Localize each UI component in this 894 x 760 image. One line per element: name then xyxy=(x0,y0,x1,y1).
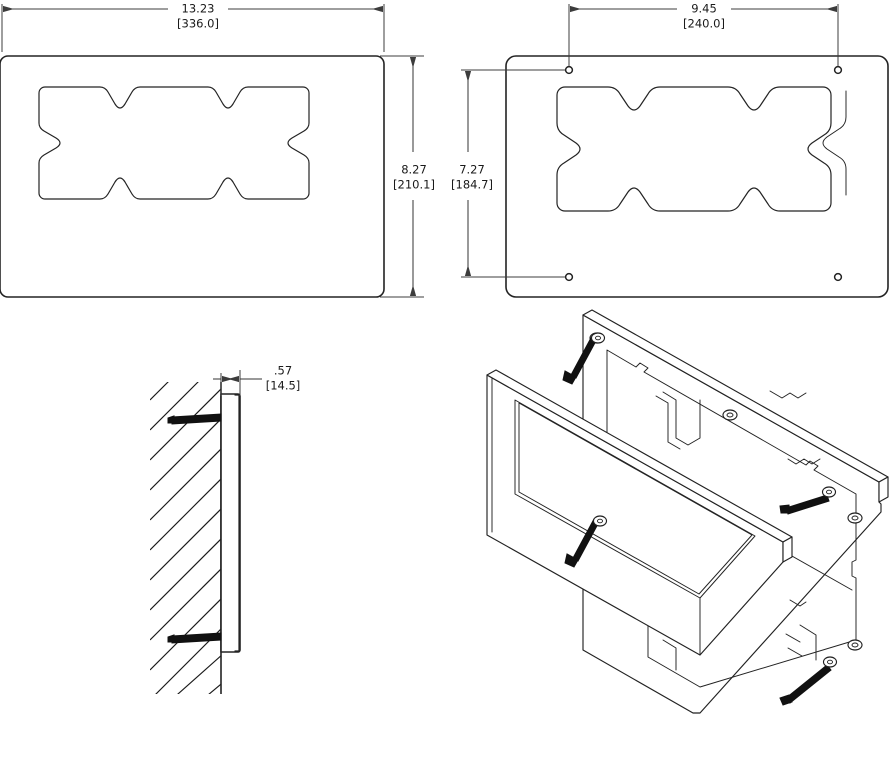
dim-overall-height-mm: [210.1] xyxy=(393,178,435,192)
dimension-depth-thickness: .57 [14.5] xyxy=(213,364,301,396)
mounting-hole-top-right xyxy=(833,65,843,75)
iso-rear-boss-2 xyxy=(722,409,738,421)
front-outer-plate xyxy=(0,55,385,298)
dim-hole-spacing-width-inch: 9.45 xyxy=(691,2,717,16)
rear-outer-plate xyxy=(505,55,889,298)
iso-screw-3 xyxy=(779,494,830,515)
dim-hole-spacing-height-mm: [184.7] xyxy=(451,178,493,192)
dimension-hole-spacing-height: 7.27 [184.7] xyxy=(451,69,565,278)
iso-screw-4 xyxy=(779,664,832,706)
iso-bezel-boss-3 xyxy=(821,486,837,498)
bracket-section-body xyxy=(220,393,241,653)
dim-depth-inch: .57 xyxy=(274,364,292,378)
iso-marking-dio xyxy=(785,633,803,657)
dim-overall-width-inch: 13.23 xyxy=(182,2,215,16)
dimension-overall-width: 13.23 [336.0] xyxy=(1,2,385,52)
section-screw-bottom xyxy=(167,632,222,644)
dimension-overall-height: 8.27 [210.1] xyxy=(380,55,435,298)
iso-bezel-boss-2 xyxy=(592,515,608,527)
dim-overall-height-inch: 8.27 xyxy=(401,163,427,177)
dim-overall-width-mm: [336.0] xyxy=(177,17,219,31)
wall-section-hatch xyxy=(150,382,221,694)
dimension-hole-spacing-width: 9.45 [240.0] xyxy=(568,2,839,66)
iso-bezel-boss-4 xyxy=(822,656,838,668)
isometric-exploded-view xyxy=(486,309,889,714)
rear-inner-cutout xyxy=(556,86,832,212)
dim-hole-spacing-width-mm: [240.0] xyxy=(683,17,725,31)
rear-inner-lip-detail xyxy=(822,90,847,196)
iso-screw-2 xyxy=(564,518,600,568)
rear-view: 9.45 [240.0] 7.27 [184.7] xyxy=(451,2,889,298)
front-inner-opening xyxy=(38,86,310,200)
section-screw-top xyxy=(167,413,222,425)
side-section-view: .57 [14.5] xyxy=(150,364,301,694)
mounting-hole-top-left xyxy=(564,65,574,75)
bracket-section-lip xyxy=(234,394,240,652)
iso-rear-boss-5 xyxy=(847,512,863,524)
iso-bezel-boss-1 xyxy=(590,332,606,344)
iso-front-bezel xyxy=(486,369,793,656)
iso-rear-boss-6 xyxy=(847,639,863,651)
front-view: 13.23 [336.0] 8.27 [210.1] xyxy=(0,2,435,298)
dim-hole-spacing-height-inch: 7.27 xyxy=(459,163,485,177)
mounting-hole-bottom-right xyxy=(833,272,843,282)
mounting-hole-bottom-left xyxy=(564,272,574,282)
dim-depth-mm: [14.5] xyxy=(266,379,301,393)
